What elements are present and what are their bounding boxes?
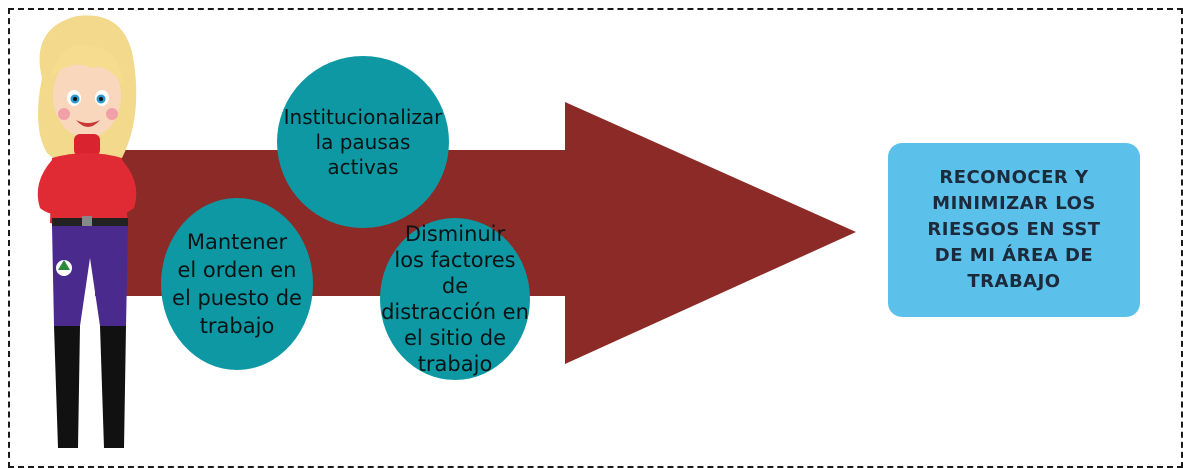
- step-circle-factores-distraccion: Disminuir los factores de distracción en…: [380, 218, 530, 380]
- goal-box: RECONOCER Y MINIMIZAR LOS RIESGOS EN SST…: [888, 143, 1140, 317]
- step-circle-pausas-activas: Institucionalizar la pausas activas: [277, 56, 449, 228]
- goal-text: RECONOCER Y MINIMIZAR LOS RIESGOS EN SST…: [927, 167, 1101, 292]
- step-circle-orden-puesto: Mantener el orden en el puesto de trabaj…: [161, 198, 313, 370]
- step-circle-label: Institucionalizar la pausas activas: [283, 104, 443, 179]
- step-circle-label: Disminuir los factores de distracción en…: [381, 222, 529, 376]
- cartoon-woman-illustration: [37, 15, 137, 448]
- step-circle-label: Mantener el orden en el puesto de trabaj…: [172, 230, 302, 338]
